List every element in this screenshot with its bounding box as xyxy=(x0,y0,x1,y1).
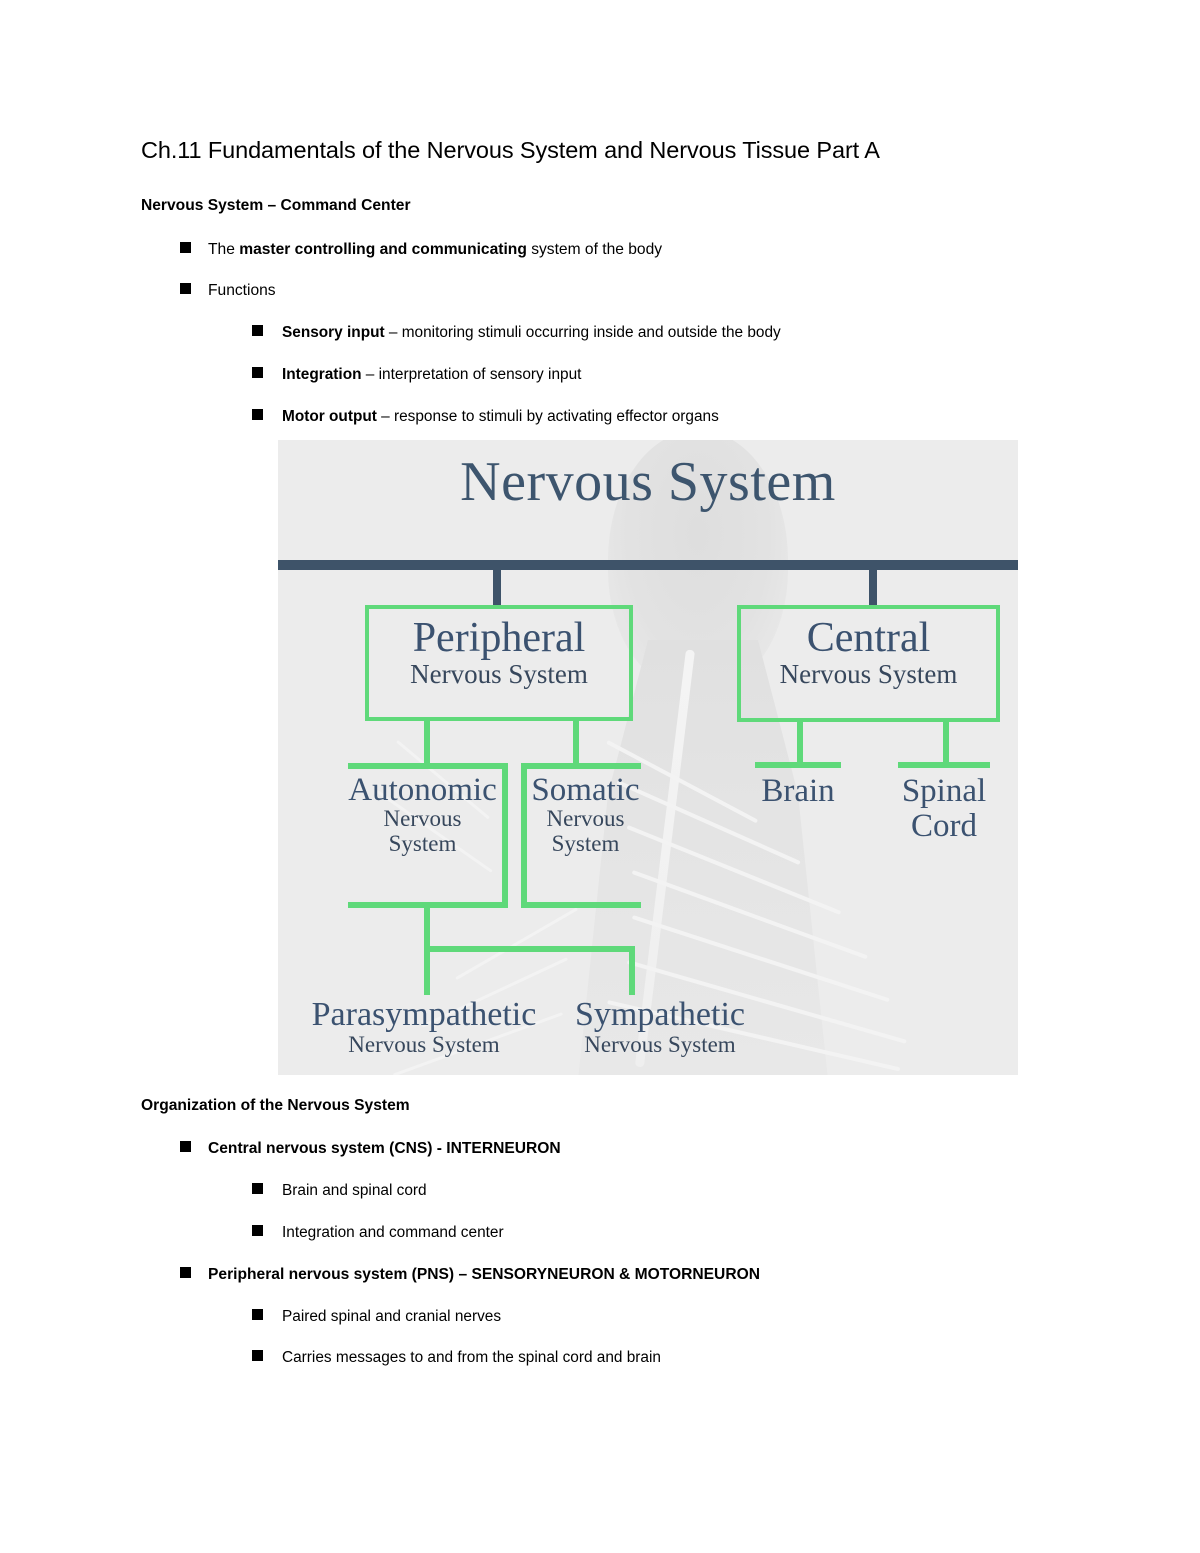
connector-pns-to-somatic xyxy=(573,721,579,764)
node-sympathetic-nervous-system: Sympathetic Nervous System xyxy=(550,998,770,1058)
list-item-label: Central nervous system (CNS) - INTERNEUR… xyxy=(208,1140,561,1157)
connector-cns-to-brain xyxy=(797,722,803,765)
node-spinal-cord-top-rule xyxy=(898,762,990,768)
node-somatic-top-rule xyxy=(521,763,641,769)
connector-navy-right xyxy=(869,570,877,605)
section-heading-organization: Organization of the Nervous System xyxy=(141,1097,410,1114)
node-somatic-nervous-system: Somatic Nervous System xyxy=(528,770,643,857)
text-fragment-after: system of the body xyxy=(526,241,663,258)
bullet-square-icon xyxy=(252,1350,263,1361)
node-subtitle: Nervous System xyxy=(584,1032,736,1057)
list-item-label: Paired spinal and cranial nerves xyxy=(282,1308,502,1325)
anatomical-watermark xyxy=(278,440,1018,1075)
node-title: Parasympathetic xyxy=(311,996,537,1033)
bullet-square-icon xyxy=(252,367,263,378)
bullet-square-icon xyxy=(252,1183,263,1194)
connector-navy-left xyxy=(493,570,501,605)
list-item: Carries messages to and from the spinal … xyxy=(252,1349,661,1367)
list-item-label: Integration – interpretation of sensory … xyxy=(282,366,581,384)
list-item: Central nervous system (CNS) - INTERNEUR… xyxy=(180,1140,561,1158)
node-somatic-left-rule xyxy=(521,763,527,908)
term-definition: – interpretation of sensory input xyxy=(361,366,582,383)
bullet-square-icon xyxy=(180,1267,191,1278)
list-item: Paired spinal and cranial nerves xyxy=(252,1308,501,1326)
node-subtitle-line2: System xyxy=(388,830,457,856)
term-label: Motor output xyxy=(282,408,377,425)
text-fragment-bold: master controlling and communicating xyxy=(239,241,527,258)
diagram-title: Nervous System xyxy=(460,451,836,513)
node-subtitle: Nervous System xyxy=(779,658,958,689)
list-item: Motor output – response to stimuli by ac… xyxy=(252,408,719,426)
list-item-label: Peripheral nervous system (PNS) – SENSOR… xyxy=(208,1266,760,1283)
connector-autonomic-down xyxy=(424,902,430,950)
list-item-label: Carries messages to and from the spinal … xyxy=(282,1349,661,1366)
bullet-square-icon xyxy=(252,409,263,420)
list-item-label: Motor output – response to stimuli by ac… xyxy=(282,408,719,426)
node-brain: Brain xyxy=(755,769,841,809)
node-title: Somatic xyxy=(531,772,640,808)
text-fragment-before: The xyxy=(208,241,240,258)
node-subtitle: Nervous System xyxy=(348,1032,500,1057)
node-autonomic-right-rule xyxy=(502,763,508,908)
node-autonomic-top-rule xyxy=(348,763,508,769)
term-label: Sensory input xyxy=(282,324,385,341)
list-item: Sensory input – monitoring stimuli occur… xyxy=(252,324,781,342)
list-item-label: Brain and spinal cord xyxy=(282,1182,427,1199)
term-label: Integration xyxy=(282,366,362,383)
bullet-square-icon xyxy=(252,1225,263,1236)
list-item: Functions xyxy=(180,282,276,300)
node-somatic-bottom-rule xyxy=(521,902,641,908)
node-subtitle: Nervous System xyxy=(410,658,588,689)
connector-cns-to-spinal-cord xyxy=(943,722,949,765)
diagram-divider-bar xyxy=(278,560,1018,570)
node-subtitle-line1: Nervous xyxy=(546,806,625,831)
node-title: Brain xyxy=(761,773,835,809)
node-title: Peripheral xyxy=(412,615,586,661)
node-title-line1: Spinal xyxy=(901,773,987,809)
list-item: Brain and spinal cord xyxy=(252,1182,427,1200)
node-subtitle-line1: Nervous xyxy=(383,806,462,831)
bullet-square-icon xyxy=(180,1141,191,1152)
node-title: Sympathetic xyxy=(575,996,745,1033)
connector-autonomic-split xyxy=(424,946,635,952)
bullet-square-icon xyxy=(180,283,191,294)
list-item-label: The master controlling and communicating… xyxy=(208,241,662,259)
node-subtitle-line2: System xyxy=(551,830,620,856)
list-item-label: Sensory input – monitoring stimuli occur… xyxy=(282,324,781,342)
connector-to-sympathetic xyxy=(629,946,635,995)
section-heading-command-center: Nervous System – Command Center xyxy=(141,197,411,214)
bullet-square-icon xyxy=(252,1309,263,1320)
node-peripheral-nervous-system: Peripheral Nervous System xyxy=(365,605,633,721)
list-item-label: Functions xyxy=(208,282,276,299)
bullet-square-icon xyxy=(180,242,191,253)
node-central-nervous-system: Central Nervous System xyxy=(737,605,1000,722)
list-item-label: Integration and command center xyxy=(282,1224,504,1241)
term-definition: – response to stimuli by activating effe… xyxy=(376,408,719,425)
bullet-square-icon xyxy=(252,325,263,336)
node-brain-top-rule xyxy=(755,762,841,768)
node-title: Autonomic xyxy=(348,772,497,808)
list-item: Integration and command center xyxy=(252,1224,504,1242)
page-title: Ch.11 Fundamentals of the Nervous System… xyxy=(141,137,880,163)
list-item: The master controlling and communicating… xyxy=(180,241,662,259)
list-item: Integration – interpretation of sensory … xyxy=(252,366,581,384)
node-title: Central xyxy=(806,615,931,661)
connector-pns-to-autonomic xyxy=(424,721,430,764)
nervous-system-diagram-image: Nervous System Peripheral Nervous System… xyxy=(278,440,1018,1075)
term-definition: – monitoring stimuli occurring inside an… xyxy=(384,324,781,341)
node-spinal-cord: Spinal Cord xyxy=(898,769,990,843)
node-title-line2: Cord xyxy=(911,807,977,844)
node-parasympathetic-nervous-system: Parasympathetic Nervous System xyxy=(288,998,560,1058)
connector-to-parasympathetic xyxy=(424,946,430,995)
list-item: Peripheral nervous system (PNS) – SENSOR… xyxy=(180,1266,760,1284)
node-autonomic-nervous-system: Autonomic Nervous System xyxy=(340,770,505,857)
